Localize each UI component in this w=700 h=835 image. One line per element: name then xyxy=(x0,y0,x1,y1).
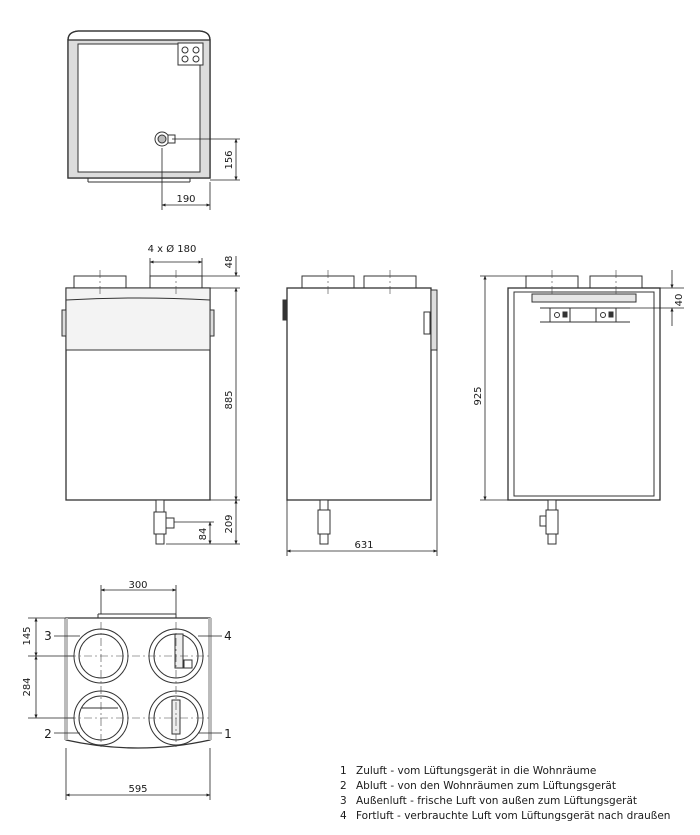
rear-view xyxy=(507,275,661,545)
callout-3: 3 xyxy=(44,629,52,643)
dim-284: 284 xyxy=(22,677,33,696)
dim-925: 925 xyxy=(473,386,484,405)
plan-view xyxy=(64,613,212,749)
side-view-centerlines xyxy=(327,270,391,296)
legend-number: 3 xyxy=(340,795,347,807)
rear-view-dimensions xyxy=(480,270,684,501)
plan-view-dimensions xyxy=(28,585,211,800)
front-view xyxy=(61,275,215,545)
side-view-dimensions xyxy=(286,350,438,556)
dim-145: 145 xyxy=(22,626,33,645)
dim-48: 48 xyxy=(224,256,235,269)
dim-300: 300 xyxy=(128,580,147,591)
legend-text: Abluft - von den Wohnräumen zum Lüftungs… xyxy=(356,780,616,792)
dim-631: 631 xyxy=(354,540,373,551)
dim-40: 40 xyxy=(674,294,685,307)
dim-209: 209 xyxy=(224,514,235,533)
legend-number: 4 xyxy=(340,810,347,822)
legend: 1 Zuluft - vom Lüftungsgerät in die Wohn… xyxy=(340,764,695,824)
top-view xyxy=(67,30,211,183)
dim-595: 595 xyxy=(128,784,147,795)
legend-text: Zuluft - vom Lüftungsgerät in die Wohnrä… xyxy=(356,765,597,777)
side-view xyxy=(282,275,438,545)
dim-156: 156 xyxy=(224,150,235,169)
legend-item: 1 Zuluft - vom Lüftungsgerät in die Wohn… xyxy=(340,764,695,779)
legend-number: 2 xyxy=(340,780,347,792)
dim-885: 885 xyxy=(224,390,235,409)
legend-number: 1 xyxy=(340,765,347,777)
dim-84: 84 xyxy=(198,528,209,541)
legend-text: Außenluft - frische Luft von außen zum L… xyxy=(356,795,638,807)
top-view-dimensions xyxy=(161,138,240,210)
legend-text: Fortluft - verbrauchte Luft vom Lüftungs… xyxy=(356,810,671,822)
dim-190: 190 xyxy=(176,194,195,205)
legend-item: 3 Außenluft - frische Luft von außen zum… xyxy=(340,794,695,809)
front-view-dimensions xyxy=(149,256,240,545)
dim-4xd180: 4 x Ø 180 xyxy=(148,243,197,255)
rear-view-centerlines xyxy=(551,270,617,296)
callout-4: 4 xyxy=(224,629,232,643)
callout-leaders xyxy=(54,635,222,734)
callout-2: 2 xyxy=(44,727,52,741)
legend-item: 4 Fortluft - verbrauchte Luft vom Lüftun… xyxy=(340,809,695,824)
legend-item: 2 Abluft - von den Wohnräumen zum Lüftun… xyxy=(340,779,695,794)
plan-view-centerlines xyxy=(68,622,210,748)
callout-1: 1 xyxy=(224,727,232,741)
front-view-centerlines xyxy=(99,270,177,296)
